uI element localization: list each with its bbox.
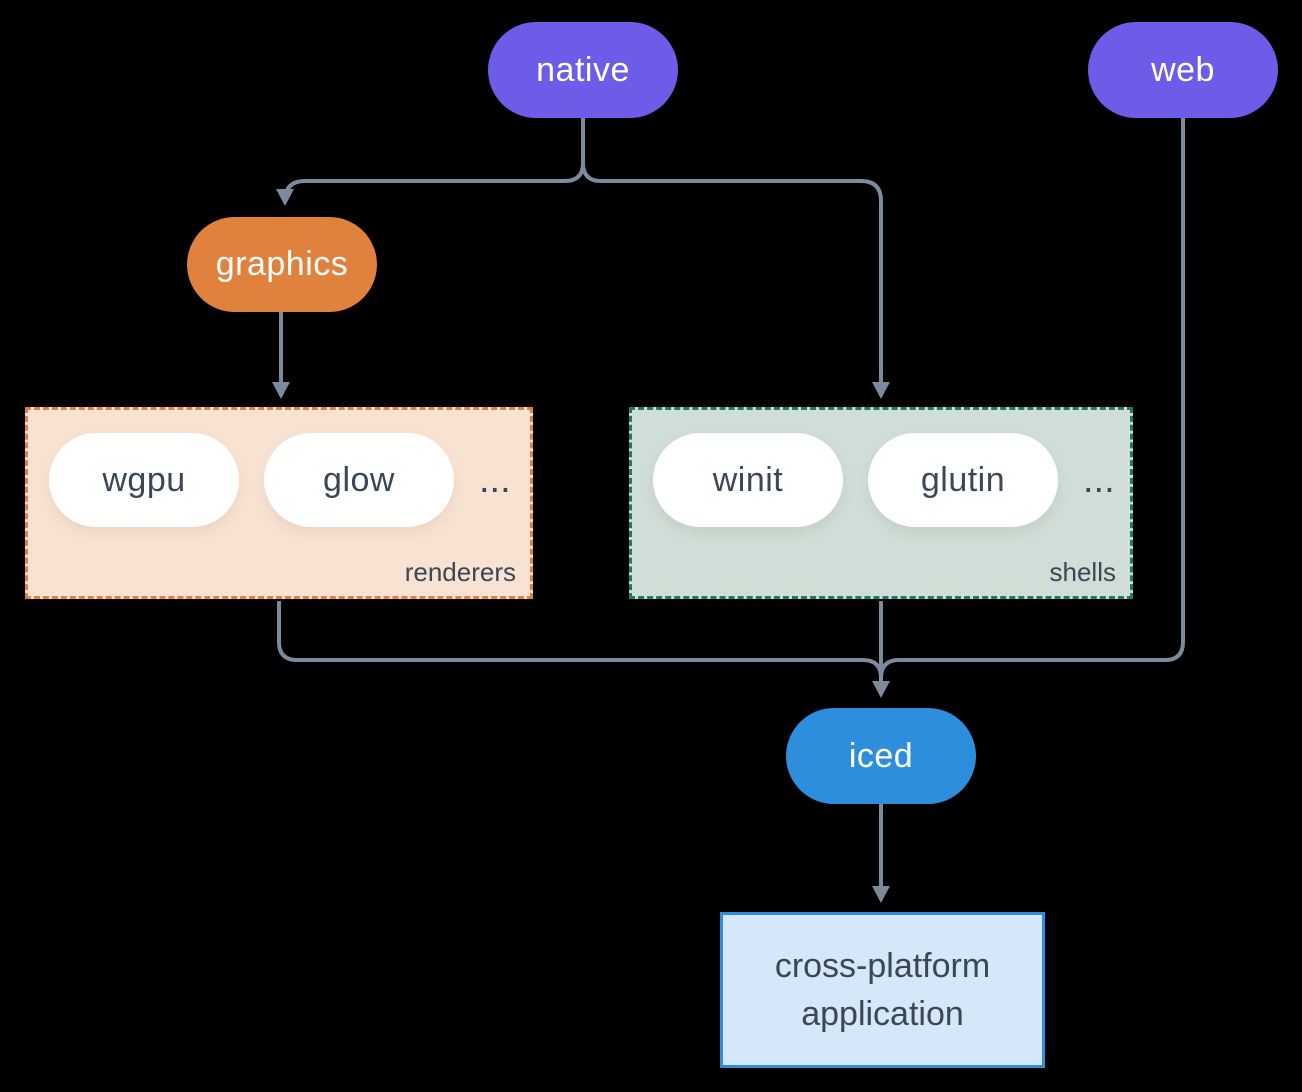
- node-graphics-label: graphics: [215, 245, 349, 283]
- group-shells: winit glutin ... shells: [629, 407, 1133, 599]
- renderers-ellipsis: ...: [479, 459, 511, 501]
- node-iced-label: iced: [848, 736, 914, 775]
- shells-ellipsis: ...: [1083, 459, 1115, 501]
- application-label-line1: cross-platform: [774, 947, 991, 985]
- application-label-line2: application: [801, 995, 964, 1033]
- node-wgpu-label: wgpu: [102, 460, 186, 499]
- node-glutin-label: glutin: [920, 460, 1006, 499]
- node-iced: iced: [786, 708, 976, 804]
- node-winit-label: winit: [712, 460, 784, 499]
- renderers-group-label: renderers: [404, 557, 516, 587]
- node-glutin: glutin: [868, 433, 1058, 527]
- shells-group-label: shells: [1049, 557, 1116, 587]
- node-wgpu: wgpu: [49, 433, 239, 527]
- edge-web-to-merge: [879, 118, 1185, 679]
- node-glow: glow: [264, 433, 454, 527]
- edge-native-to-shells: [581, 118, 890, 399]
- node-web: web: [1088, 22, 1278, 118]
- edge-renderers-to-merge: [277, 601, 883, 679]
- node-winit: winit: [653, 433, 843, 527]
- shells-pill-row: winit glutin ...: [632, 410, 1130, 527]
- node-native: native: [488, 22, 678, 118]
- node-cross-platform-application: cross-platform application: [720, 912, 1045, 1068]
- node-native-label: native: [536, 50, 630, 89]
- node-graphics: graphics: [187, 217, 377, 312]
- edge-native-to-graphics: [276, 118, 585, 206]
- node-glow-label: glow: [323, 460, 395, 499]
- group-renderers: wgpu glow ... renderers: [25, 407, 533, 599]
- node-web-label: web: [1151, 50, 1215, 89]
- renderers-pill-row: wgpu glow ...: [28, 410, 530, 527]
